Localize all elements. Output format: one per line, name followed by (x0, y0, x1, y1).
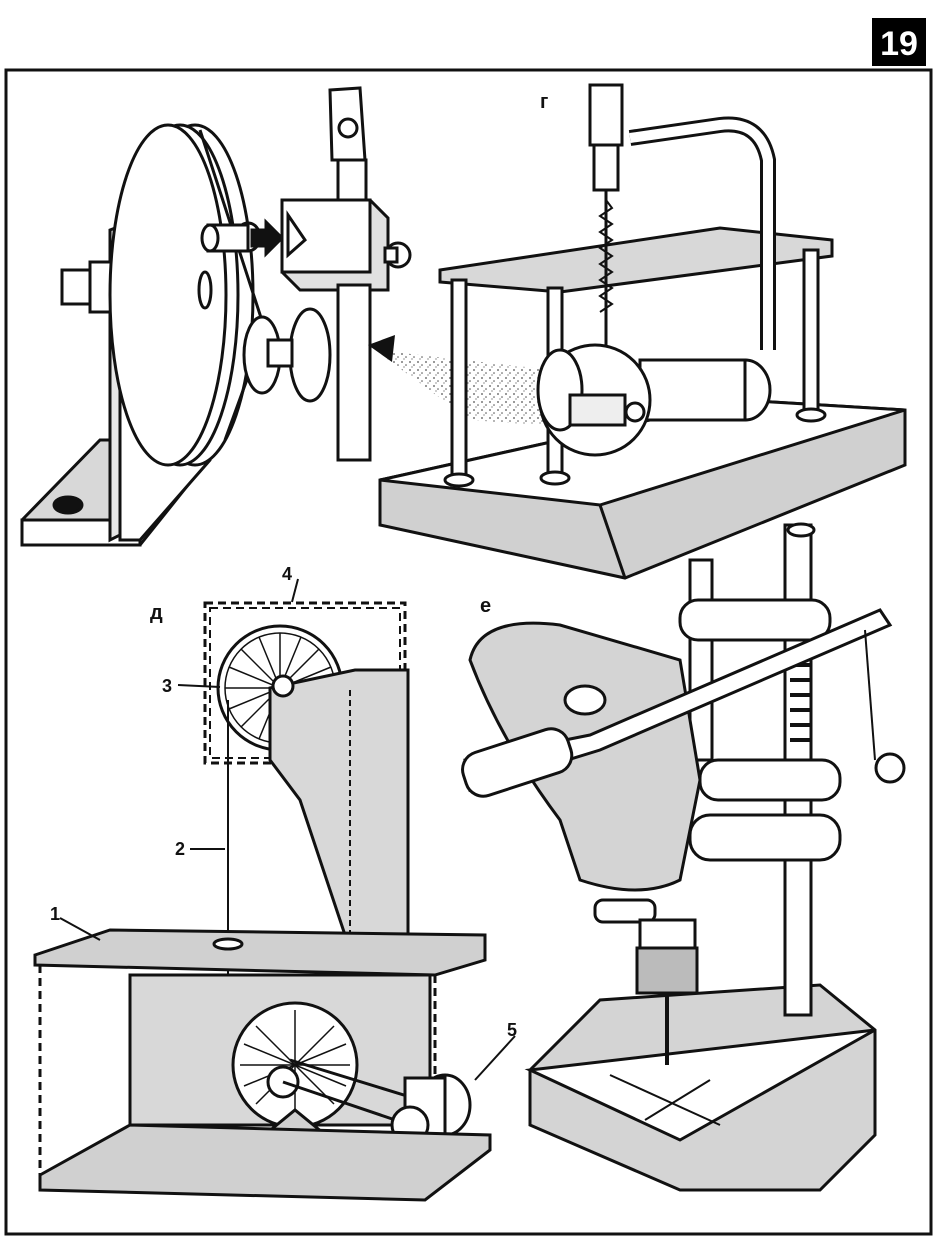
page-number-text: 19 (880, 25, 918, 63)
bandsaw-machine (33, 601, 492, 1202)
callout-4: 4 (282, 564, 292, 584)
callout-5: 5 (507, 1020, 517, 1040)
page-number-badge: 19 (872, 18, 926, 66)
callout-3: 3 (162, 676, 172, 696)
jigsaw-machine (378, 83, 907, 580)
callout-2: 2 (175, 839, 185, 859)
bandsaw-callouts (59, 578, 516, 1081)
detail-arrow (368, 335, 395, 362)
figure-frame (4, 68, 933, 1236)
panel-letter-g: г (540, 91, 548, 113)
drill-press-stand (461, 522, 906, 1192)
panel-letter-e: е (480, 595, 491, 617)
panel-letter-d: д (150, 602, 163, 624)
eccentric-drive-detail (20, 86, 412, 547)
callout-1: 1 (50, 904, 60, 924)
